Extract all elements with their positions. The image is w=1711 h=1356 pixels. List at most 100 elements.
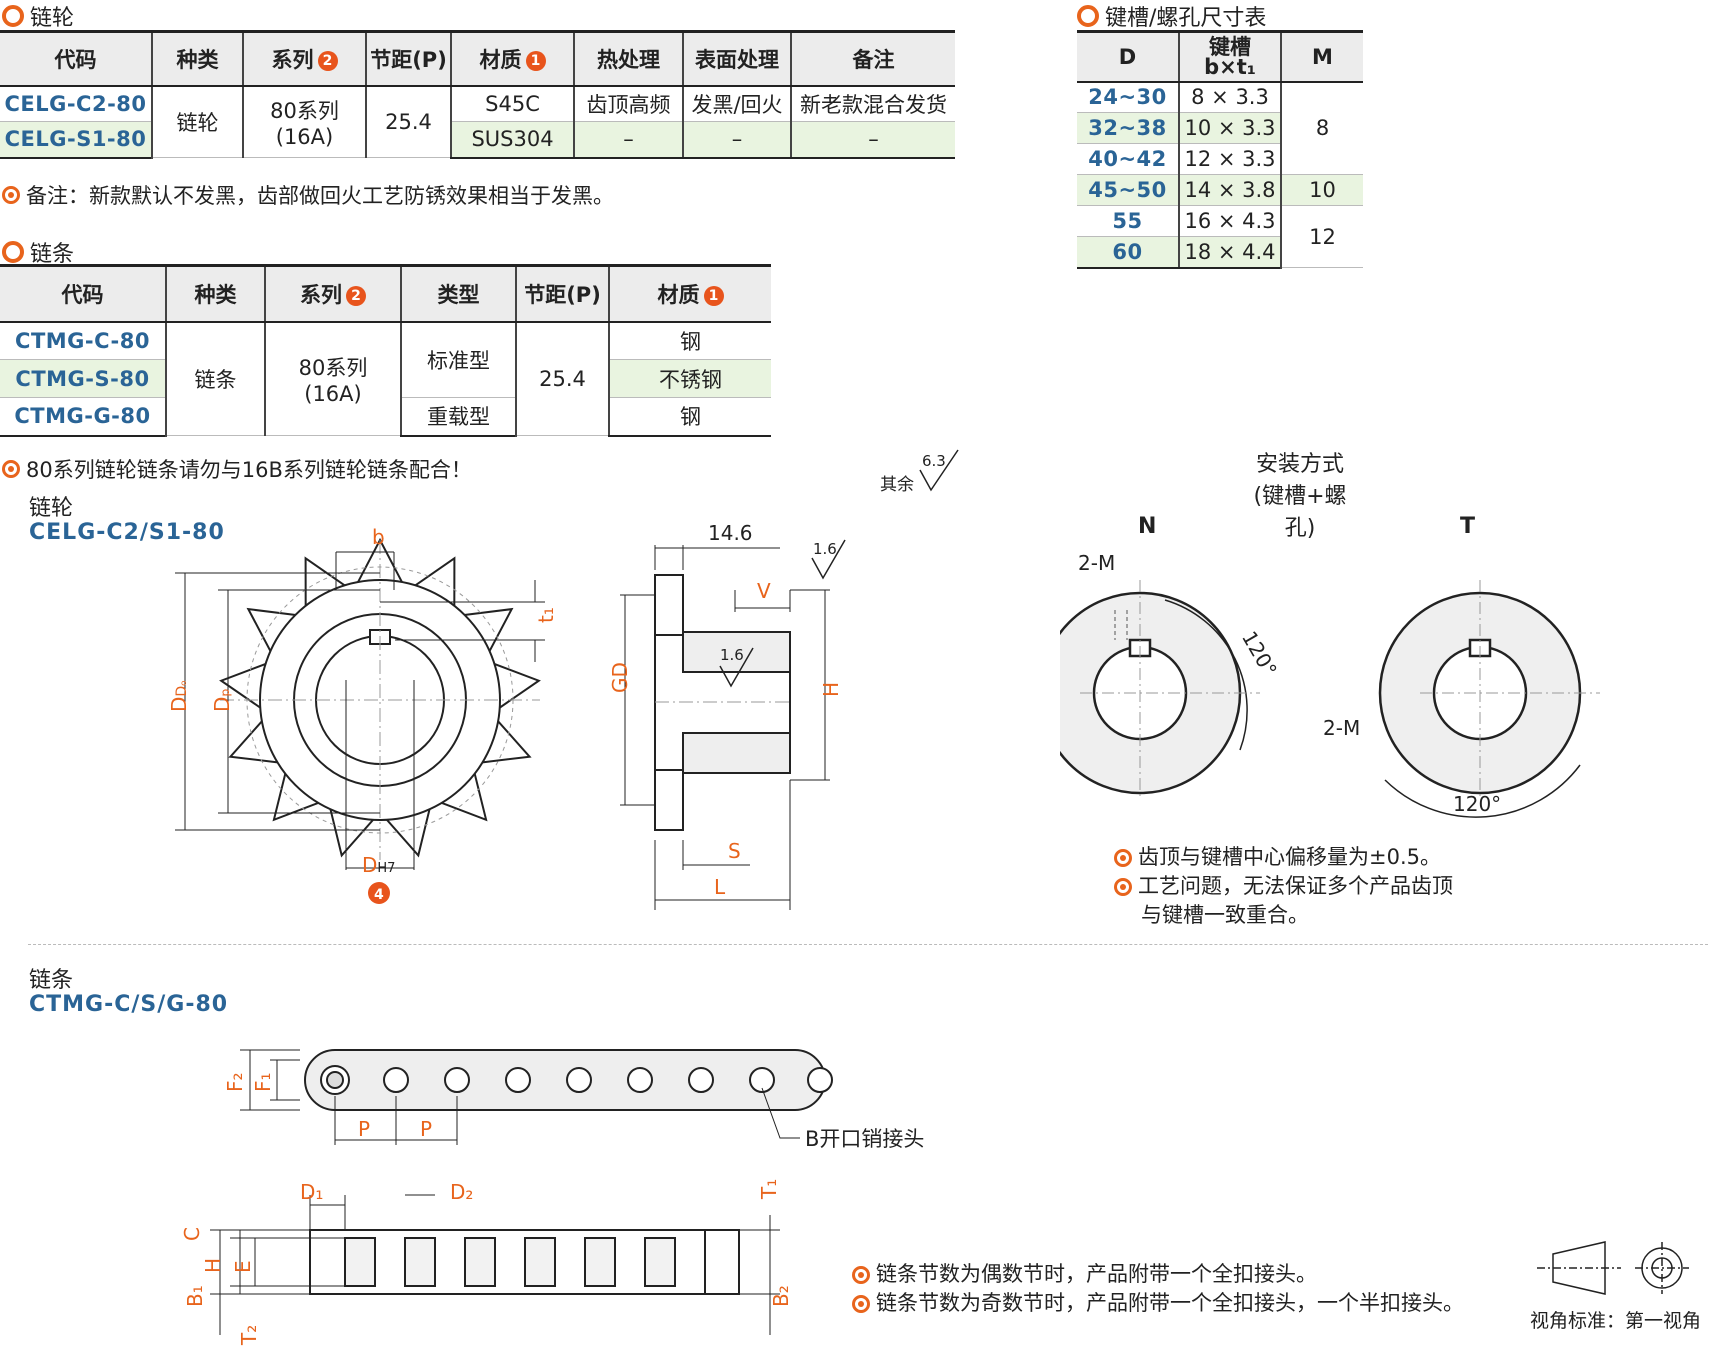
col-header-type: 类型 [400, 264, 516, 323]
series-cell: 80系列(16A) [242, 85, 366, 158]
dim-p-label: P [420, 1117, 432, 1141]
chain-drawing-code: CTMG-C/S/G-80 [29, 992, 229, 1017]
surface-cell: 发黑/回火 [682, 85, 791, 122]
heat-cell: 齿顶高频 [573, 85, 683, 122]
col-header-kind: 种类 [151, 30, 243, 87]
col-header-remark: 备注 [790, 30, 955, 87]
surface-cell: – [682, 121, 791, 159]
mounting-drawing: 2-M 120° 2-M 120° [1060, 551, 1600, 818]
type-cell: 标准型 [400, 321, 516, 398]
roughness-label: 1.6 [720, 646, 744, 664]
dim-b1-label: B₁ [183, 1285, 207, 1307]
pitch-cell: 25.4 [365, 85, 451, 158]
table-row: 24~30 8 × 3.3 8 [1077, 81, 1363, 175]
col-header-surface: 表面处理 [682, 30, 791, 87]
mounting-notes: 齿顶与键槽中心偏移量为±0.5。 工艺问题，无法保证多个产品齿顶 与键槽一致重合… [1114, 843, 1453, 930]
screw-label-t: 2-M [1323, 716, 1360, 740]
dim-width-label: 14.6 [708, 521, 753, 545]
product-code-link[interactable]: CTMG-S-80 [0, 359, 166, 398]
bullet-icon [2, 186, 20, 204]
bt-cell: 16 × 4.3 [1178, 205, 1281, 237]
material-cell: SUS304 [450, 121, 574, 159]
dim-e-label: E [231, 1260, 255, 1273]
col-header-pitch: 节距(P) [515, 264, 609, 323]
pitch-cell: 25.4 [515, 321, 609, 436]
sprocket-side-view [654, 574, 791, 831]
table-row: CELG-S1-80 SUS304 – – – [0, 121, 955, 159]
section-ring-icon [2, 241, 24, 263]
product-code-link[interactable]: CELG-S1-80 [0, 121, 152, 159]
m-cell: 8 [1280, 81, 1363, 175]
heat-cell: – [573, 121, 683, 159]
product-code-link[interactable]: CELG-C2-80 [0, 85, 152, 122]
screw-label-n: 2-M [1078, 551, 1115, 575]
m-cell: 10 [1280, 174, 1363, 206]
dim-gd-label: GD [608, 662, 632, 693]
col-header-m: M [1280, 30, 1363, 83]
product-code-link[interactable]: CTMG-C-80 [0, 321, 166, 360]
d-cell: 40~42 [1077, 143, 1179, 175]
table-row: CELG-C2-80 链轮 80系列(16A) 25.4 S45C 齿顶高频 发… [0, 85, 955, 158]
roughness-other-label: 其余 [880, 475, 914, 495]
d-cell: 45~50 [1077, 174, 1179, 206]
kind-cell: 链轮 [151, 85, 243, 158]
bullet-icon [852, 1265, 870, 1284]
col-header-code: 代码 [0, 30, 152, 87]
section-ring-icon [1077, 5, 1099, 27]
sprocket-section-title: 链轮 [2, 0, 74, 32]
roughness-symbols [719, 449, 959, 688]
joint-label: B开口销接头 [805, 1127, 924, 1151]
side-dims: 14.6 V GD H S L 1.6 1.6 6.3 其余 [608, 452, 946, 899]
dim-h-label: H [201, 1258, 225, 1273]
dim-b-label: b [372, 525, 385, 549]
d-cell: 24~30 [1077, 81, 1179, 113]
section-ring-icon [2, 5, 24, 27]
table-row: 40~42 12 × 3.3 [1077, 143, 1363, 175]
table-row: CTMG-G-80 重载型 钢 [0, 397, 771, 437]
col-header-kind: 种类 [165, 264, 265, 323]
badge-icon [368, 882, 390, 904]
mounting-title: 安装方式 (键槽+螺孔) [1253, 452, 1347, 541]
product-code-link[interactable]: CTMG-G-80 [0, 397, 166, 437]
dim-dp-label: Dₚ [210, 688, 234, 712]
badge-icon: 2 [346, 285, 366, 306]
series-cell: 80系列(16A) [264, 321, 401, 436]
table-row: CTMG-S-80 不锈钢 [0, 359, 771, 398]
col-header-pitch: 节距(P) [365, 30, 451, 87]
table-row: CTMG-C-80 链条 80系列(16A) 标准型 25.4 钢 [0, 321, 771, 436]
material-cell: S45C [450, 85, 574, 122]
type-cell: 重载型 [400, 397, 516, 437]
sprocket-drawing-code: CELG-C2/S1-80 [29, 520, 225, 545]
badge-icon: 2 [317, 50, 338, 71]
sprocket-drawing: b DDₒ Dₚ t₁ DH7 4 14.6 V GD [167, 449, 959, 910]
dim-b2-label: B₂ [769, 1285, 790, 1307]
mounting-t-label: T [1460, 514, 1476, 539]
col-header-heat: 热处理 [573, 30, 683, 87]
dim-h-label: H [819, 682, 843, 697]
dim-s-label: S [728, 839, 741, 863]
chain-section-title: 链条 [2, 236, 74, 268]
sprocket-drawing-label: 链轮 [29, 496, 74, 521]
keyway-section-title: 键槽/螺孔尺寸表 [1077, 0, 1266, 32]
bullet-icon [2, 460, 20, 478]
bullet-icon [1114, 848, 1132, 867]
table-row: 55 16 × 4.3 12 [1077, 205, 1363, 268]
dim-dh7-label: DH7 [362, 853, 395, 877]
badge-4-label: 4 [374, 887, 384, 903]
projection-symbol-icon [1537, 1241, 1689, 1295]
chain-drawing-label: 链条 [29, 968, 74, 993]
material-cell: 钢 [608, 397, 771, 437]
angle-label-t: 120° [1453, 792, 1501, 816]
dim-c-label: C [180, 1227, 204, 1241]
chain-notes: 链条节数为偶数节时，产品附带一个全扣接头。 链条节数为奇数节时，产品附带一个全扣… [852, 1260, 1464, 1318]
dim-do-label: DDₒ [167, 680, 191, 712]
dim-v-label: V [757, 579, 771, 603]
section-divider [28, 944, 1708, 945]
dim-l-label: L [714, 875, 726, 899]
kind-cell: 链条 [165, 321, 265, 436]
